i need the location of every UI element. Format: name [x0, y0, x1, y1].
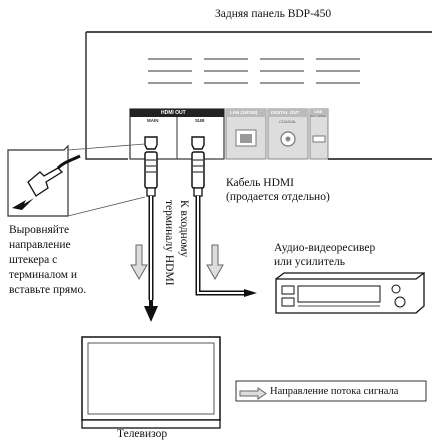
signal-arrows: [130, 244, 257, 322]
arrow-to-receiver: [244, 289, 257, 297]
vertical-label: К входному терминалу HDMI: [160, 200, 190, 300]
coaxial-label: COAXIAL: [279, 119, 297, 124]
digital-out-label: DIGITAL OUT: [271, 110, 300, 115]
plug-inset: [7, 143, 146, 217]
legend-arrow-icon: [239, 387, 267, 400]
tv-label: Телевизор: [117, 428, 168, 440]
instruction-line2: направление: [9, 239, 71, 251]
receiver-label-line2: или усилитель: [274, 256, 345, 268]
vertical-label-line1: К входному: [178, 200, 190, 258]
sub-port-label: SUB: [195, 118, 205, 123]
cable-label-line1: Кабель HDMI: [226, 177, 294, 189]
legend: [235, 380, 427, 402]
usb-port-label: USB: [314, 109, 323, 114]
vertical-label-line2: терминалу HDMI: [163, 200, 175, 286]
rear-panel: [85, 31, 432, 160]
instruction-line5: вставьте прямо.: [9, 284, 87, 296]
instruction-line4: терминалом и: [9, 269, 78, 281]
panel-title: Задняя панель BDP-450: [215, 8, 332, 20]
usb-spec-label: 5 V ⎓ 0.5 A: [310, 114, 326, 118]
av-receiver: [275, 271, 425, 314]
receiver-label-line1: Аудио-видеоресивер: [274, 242, 376, 254]
flow-arrow-right: [206, 244, 224, 281]
instruction-line3: штекера с: [9, 254, 58, 266]
hdmi-cables: [144, 136, 244, 300]
instruction-line1: Выровняйте: [9, 224, 70, 236]
lan-port-label: LAN (10/100): [230, 110, 258, 115]
tv-device: [81, 336, 221, 429]
legend-label: Направление потока сигнала: [270, 386, 399, 397]
flow-arrow-left: [130, 244, 148, 281]
hdmi-out-label: HDMI OUT: [161, 110, 186, 116]
main-port-label: MAIN: [147, 118, 159, 123]
usb-socket: [312, 135, 326, 143]
insert-arrow: [12, 198, 34, 210]
cable-label-line2: (продается отдельно): [226, 191, 330, 203]
vent-slots: [148, 58, 360, 84]
